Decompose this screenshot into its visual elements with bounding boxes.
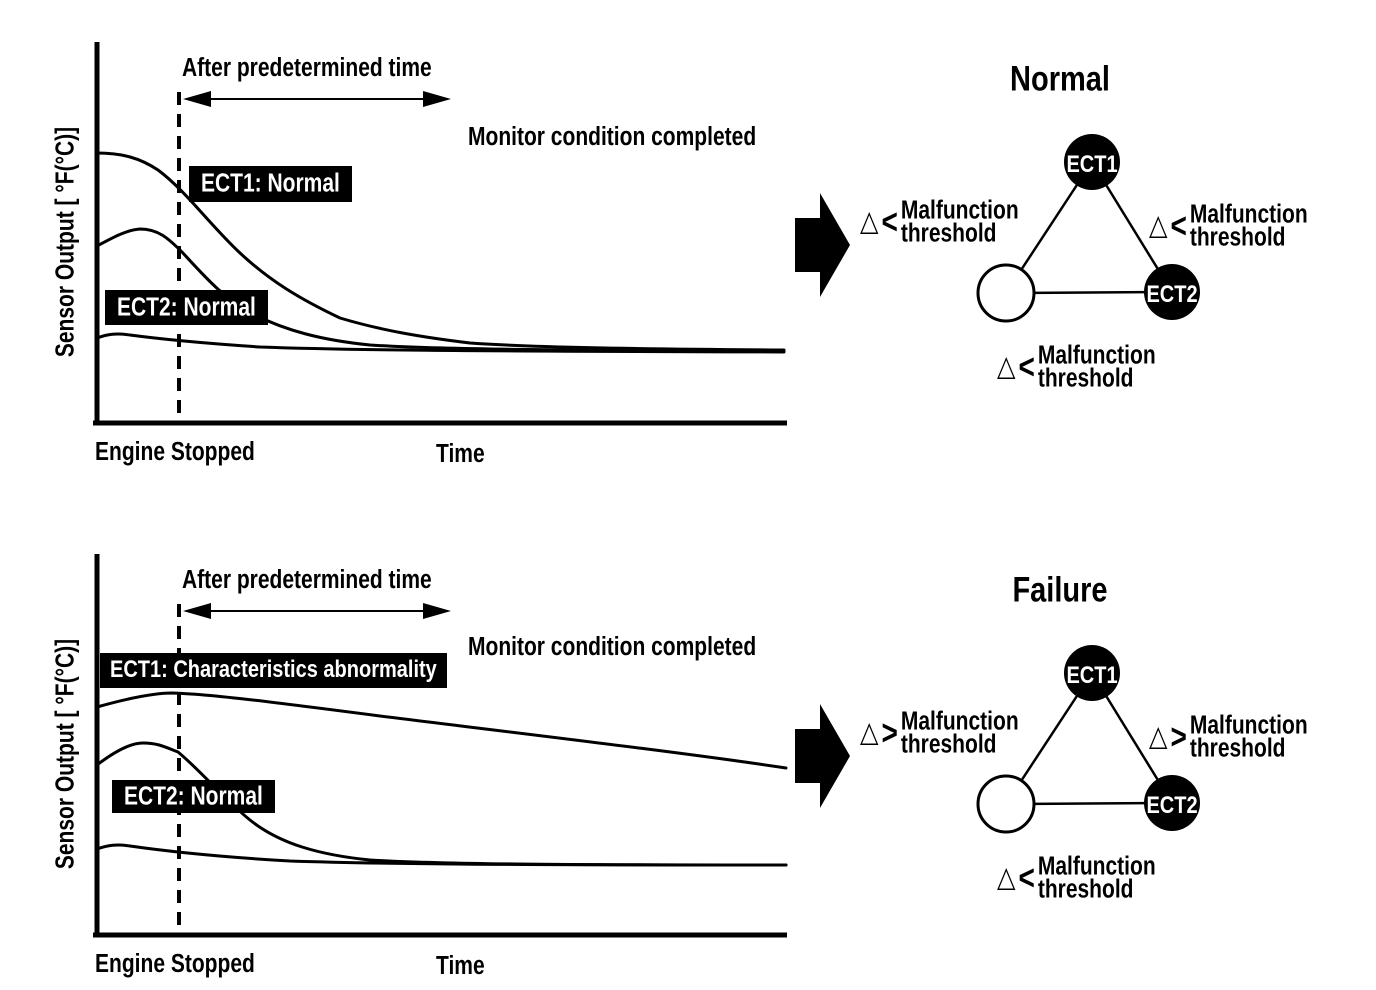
after-predetermined-time-label: After predetermined time	[182, 566, 432, 595]
delta-icon: △	[997, 861, 1016, 894]
comparator: >	[1170, 717, 1187, 756]
y-axis-label: Sensor Output [ °F(°C)]	[51, 638, 80, 870]
time-axis-label: Time	[436, 952, 485, 981]
ect1-label: ECT1: Normal	[201, 169, 340, 198]
ect2-node-label: ECT2	[1146, 281, 1198, 309]
ect1-label-box: ECT1: Characteristics abnormality	[100, 653, 447, 688]
ambient-curve	[95, 843, 788, 867]
ect2-label-box: ECT2: Normal	[112, 780, 275, 813]
arrowhead-left-icon	[183, 603, 211, 619]
chart-failure	[93, 554, 788, 938]
delta-icon: △	[860, 205, 879, 238]
block-arrow-right-icon	[795, 704, 850, 808]
ect1-curve	[95, 691, 788, 770]
ambient-curve	[95, 332, 786, 354]
ect2-label-box: ECT2: Normal	[105, 290, 268, 325]
ect2-node	[1144, 264, 1200, 320]
monitor-condition-label: Monitor condition completed	[468, 123, 757, 152]
arrowhead-left-icon	[183, 91, 211, 107]
diagram-title-failure: Failure	[1012, 571, 1108, 611]
diagram-failure	[795, 645, 1200, 834]
ect1-node-label: ECT1	[1066, 662, 1118, 690]
delta-icon: △	[1149, 720, 1168, 753]
ect2-node	[1144, 775, 1200, 831]
ect1-node	[1064, 134, 1120, 190]
delta-icon: △	[1149, 209, 1168, 242]
ect1-label-box: ECT1: Normal	[189, 166, 352, 202]
after-predetermined-time-label: After predetermined time	[182, 54, 432, 83]
y-axis-label: Sensor Output [ °F(°C)]	[51, 126, 80, 358]
comparator: <	[1170, 206, 1187, 245]
arrowhead-right-icon	[423, 91, 451, 107]
chart-normal	[93, 42, 787, 426]
reference-node	[976, 263, 1036, 323]
arrowhead-right-icon	[423, 603, 451, 619]
ect1-curve	[95, 151, 786, 352]
ect2-label: ECT2: Normal	[124, 781, 263, 810]
delta-icon: △	[997, 350, 1016, 383]
ect1-label: ECT1: Characteristics abnormality	[110, 656, 437, 684]
delta-icon: △	[860, 716, 879, 749]
comparator: <	[1018, 858, 1035, 897]
comparator: <	[881, 202, 898, 241]
time-axis-label: Time	[436, 440, 485, 469]
diagram-title-normal: Normal	[1010, 60, 1110, 100]
engine-stopped-label: Engine Stopped	[95, 438, 255, 467]
monitor-condition-label: Monitor condition completed	[468, 633, 757, 662]
ect2-label: ECT2: Normal	[117, 292, 256, 321]
engine-stopped-label: Engine Stopped	[95, 950, 255, 979]
comparator: <	[1018, 347, 1035, 386]
comparator: >	[881, 713, 898, 752]
block-arrow-right-icon	[795, 193, 850, 297]
ect1-node	[1064, 645, 1120, 701]
diagram-normal	[795, 134, 1200, 323]
ect2-node-label: ECT2	[1146, 792, 1198, 820]
ect1-node-label: ECT1	[1066, 151, 1118, 179]
reference-node	[976, 774, 1036, 834]
